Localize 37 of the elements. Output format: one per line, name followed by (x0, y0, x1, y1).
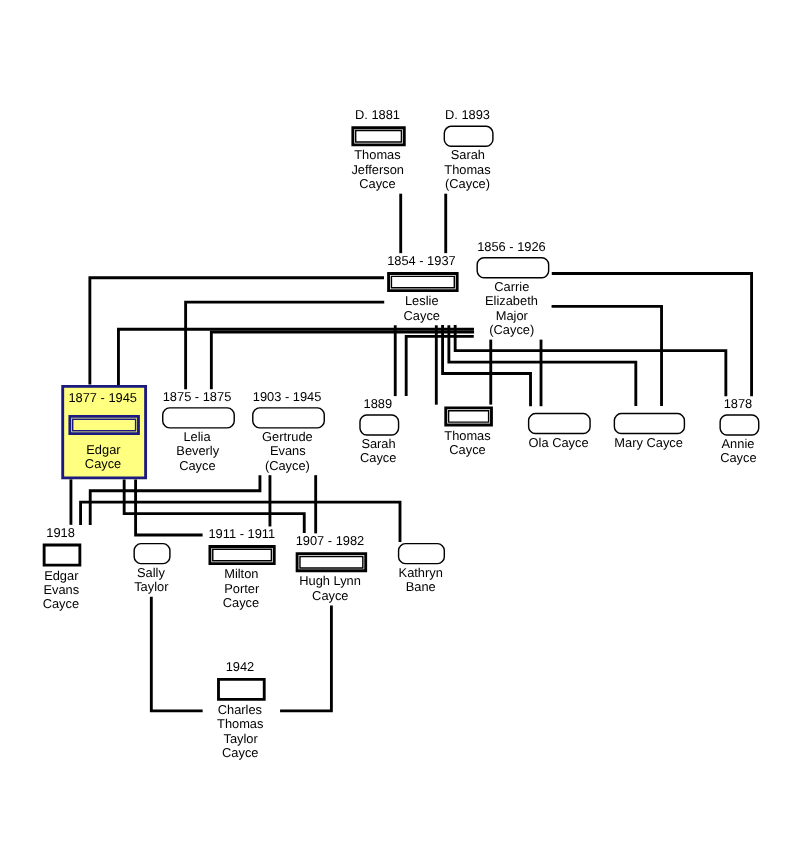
connector (444, 192, 448, 253)
connector (314, 474, 318, 533)
node-box (133, 541, 171, 564)
connector (117, 326, 474, 384)
connector (399, 192, 403, 253)
connector (88, 275, 384, 384)
connector (122, 478, 306, 533)
connector (551, 271, 753, 396)
connector (268, 474, 272, 526)
connector (441, 324, 532, 406)
connector (404, 333, 474, 395)
node-box (397, 541, 445, 564)
connector (69, 478, 73, 524)
connector (134, 478, 203, 536)
node-box (359, 413, 400, 435)
node-box (443, 124, 494, 146)
node-box (613, 411, 686, 434)
connector (280, 604, 333, 712)
connector (453, 323, 728, 396)
connector (489, 338, 493, 404)
node-box (252, 406, 325, 428)
node-box (719, 413, 760, 435)
node-box (527, 411, 591, 434)
connector (79, 499, 402, 541)
connector (393, 324, 397, 396)
connector (551, 303, 663, 406)
connector (447, 324, 638, 406)
node-box (42, 542, 82, 566)
node-box (476, 256, 550, 278)
connector (149, 595, 203, 712)
connector (88, 474, 262, 524)
node-box (217, 676, 266, 700)
connector (184, 299, 385, 389)
connector (434, 324, 438, 404)
node-box (162, 406, 235, 428)
connector (209, 329, 475, 389)
connector (539, 338, 543, 406)
